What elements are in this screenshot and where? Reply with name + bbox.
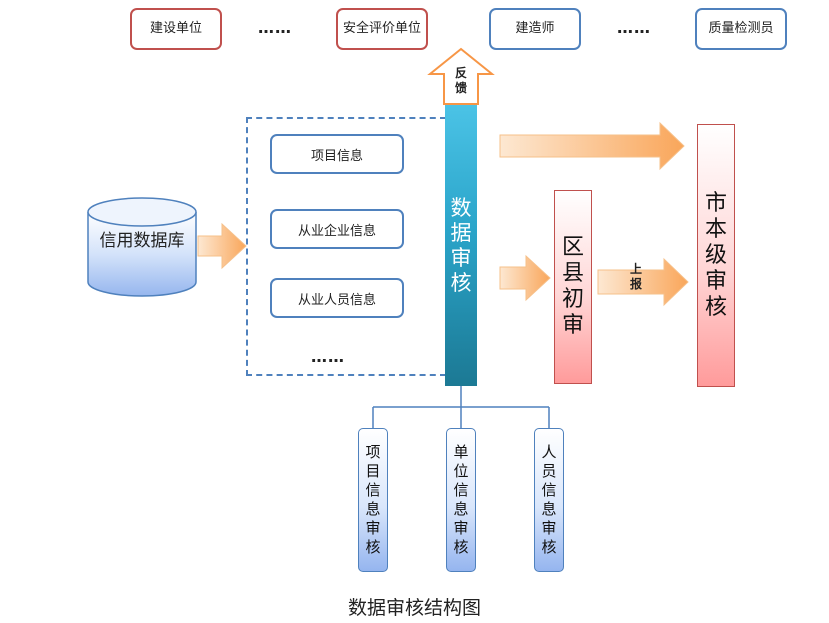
diagram-caption: 数据审核结构图	[347, 597, 481, 619]
top-unit-label: 建设单位	[149, 21, 202, 36]
report-label: 上报	[629, 262, 642, 291]
sub-audit-connector	[372, 386, 550, 428]
info-item-label: 项目信息	[310, 148, 363, 164]
feedback-arrow	[427, 47, 495, 105]
sub-audit-label: 项目信息审核	[365, 443, 381, 556]
info-item-project: 项目信息	[270, 134, 404, 174]
sub-audit-label: 人员信息审核	[541, 443, 557, 556]
feedback-label: 反馈	[454, 66, 467, 95]
arrow-audit-to-city	[499, 121, 685, 171]
top-ellipsis-1: ……	[258, 18, 292, 37]
data-audit-label: 数据审核	[450, 195, 472, 295]
top-unit-quality-inspector: 质量检测员	[695, 8, 787, 50]
district-audit-box: 区县初审	[554, 190, 592, 384]
arrow-audit-to-district	[499, 254, 551, 302]
top-unit-construction: 建设单位	[130, 8, 222, 50]
city-audit-label: 市本级审核	[704, 190, 727, 320]
sub-audit-personnel: 人员信息审核	[534, 428, 564, 572]
sub-audit-unit: 单位信息审核	[446, 428, 476, 572]
top-unit-label: 安全评价单位	[342, 21, 421, 36]
district-audit-label: 区县初审	[561, 235, 584, 338]
arrow-db-to-info	[197, 222, 247, 270]
info-item-label: 从业人员信息	[297, 292, 376, 308]
top-unit-label: 质量检测员	[708, 21, 774, 36]
top-unit-constructor: 建造师	[489, 8, 581, 50]
sub-audit-label: 单位信息审核	[453, 443, 469, 556]
info-item-company: 从业企业信息	[270, 209, 404, 249]
database-label: 信用数据库	[99, 231, 185, 251]
info-area	[246, 117, 446, 376]
top-unit-safety-evaluation: 安全评价单位	[336, 8, 428, 50]
arrow-report	[597, 257, 689, 307]
info-item-personnel: 从业人员信息	[270, 278, 404, 318]
city-audit-box: 市本级审核	[697, 124, 735, 387]
sub-audit-project: 项目信息审核	[358, 428, 388, 572]
database-cylinder	[87, 197, 197, 297]
info-item-label: 从业企业信息	[297, 223, 376, 239]
top-unit-label: 建造师	[515, 21, 555, 36]
data-audit-bar: 数据审核	[445, 105, 477, 386]
top-ellipsis-2: ……	[617, 18, 651, 37]
info-more: ……	[311, 347, 345, 366]
